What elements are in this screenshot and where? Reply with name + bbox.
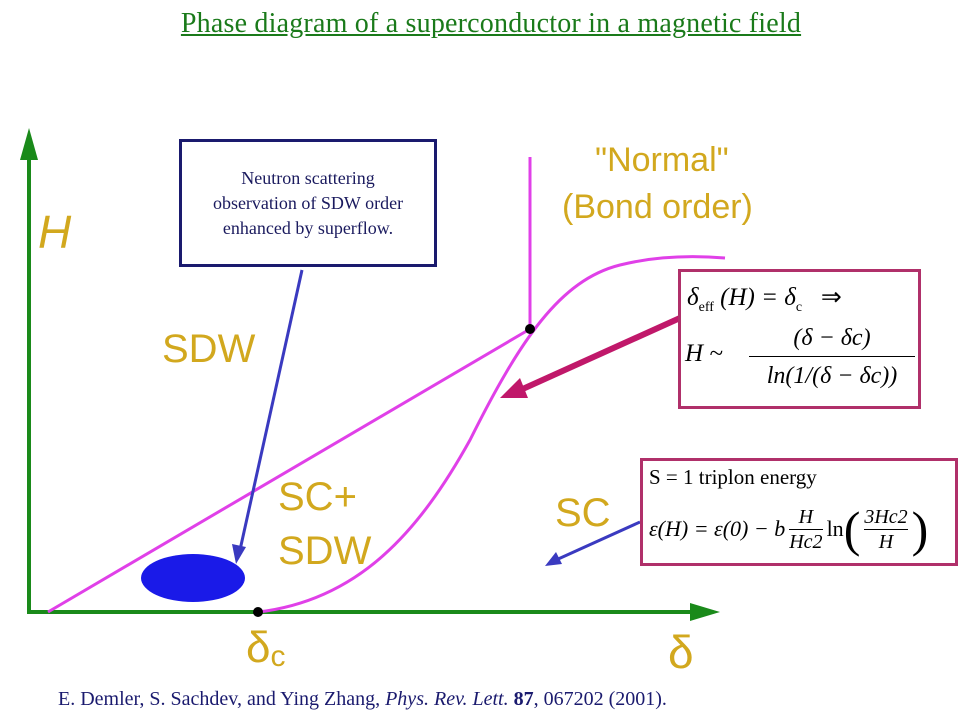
- neutron-arrowhead: [232, 544, 246, 564]
- critical-field-fraction: (δ − δc) ln(1/(δ − δc)): [749, 322, 915, 393]
- delta-c-point: [253, 607, 263, 617]
- sc-arrow: [555, 520, 641, 562]
- neutron-region-ellipse: [141, 554, 245, 602]
- triplon-heading: S = 1 triplon energy: [649, 465, 817, 489]
- formula-arrowhead: [500, 378, 528, 398]
- critical-field-formula-box: δeff (H) = δc ⇒ H ~ (δ − δc) ln(1/(δ − δ…: [678, 269, 921, 409]
- neutron-arrow: [238, 269, 304, 551]
- sc-sdw-label-line2: SDW: [278, 529, 372, 573]
- delta-c-label: δc: [246, 623, 286, 673]
- x-axis-arrowhead: [690, 603, 720, 621]
- normal-label-line2: (Bond order): [562, 188, 753, 226]
- page-title: Phase diagram of a superconductor in a m…: [180, 8, 802, 39]
- neutron-note-box: Neutron scattering observation of SDW or…: [179, 139, 437, 267]
- neutron-note-text: Neutron scattering observation of SDW or…: [212, 167, 404, 238]
- formula-arrow: [514, 315, 682, 395]
- sc-boundary-curve: [257, 255, 726, 614]
- normal-label-line1: "Normal": [595, 141, 729, 179]
- h-sim: H ~: [685, 340, 723, 367]
- critical-point: [525, 324, 535, 334]
- x-axis-label: δ: [668, 626, 694, 678]
- citation: E. Demler, S. Sachdev, and Ying Zhang, P…: [58, 688, 667, 710]
- y-axis-label: H: [38, 206, 72, 258]
- fraction-numerator: (δ − δc): [793, 325, 871, 351]
- sdw-label: SDW: [162, 327, 256, 371]
- y-axis-arrowhead: [20, 128, 38, 160]
- delta-eff-equation: δeff (H) = δc ⇒: [687, 284, 842, 315]
- sdw-boundary-line: [47, 327, 531, 614]
- sc-label: SC: [555, 491, 611, 535]
- sc-arrowhead: [545, 552, 562, 566]
- sc-sdw-label-line1: SC+: [278, 475, 357, 519]
- fraction-denominator: ln(1/(δ − δc)): [766, 363, 898, 389]
